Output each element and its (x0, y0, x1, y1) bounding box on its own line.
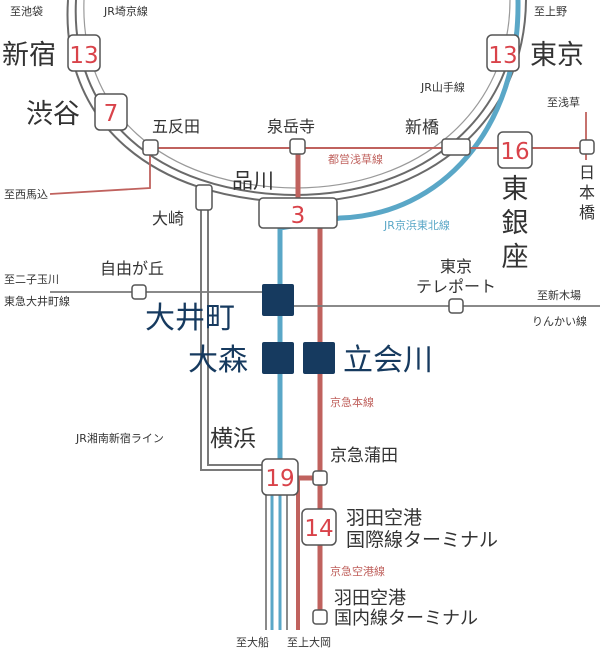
haneda-intl-label-2: 国際線ターミナル (346, 529, 498, 551)
shinagawa-label: 品川 (232, 169, 274, 193)
osaki-label: 大崎 (152, 209, 184, 228)
yokohama-label: 横浜 (210, 426, 256, 452)
keikyu-kamata-marker (312, 470, 328, 486)
omori-label: 大森 (188, 343, 248, 378)
keihin-tohoku-line (277, 0, 521, 480)
haneda-intl-time: 14 (304, 516, 333, 542)
gotanda-marker (142, 139, 159, 156)
nihombashi-marker (579, 139, 595, 155)
yamanote-loop-third (83, 0, 511, 189)
direction-labels: 至池袋 至上野 至浅草 至西馬込 至二子玉川 至新木場 至大船 至上大岡 (4, 4, 581, 649)
to-asakusa-label: 至浅草 (547, 96, 580, 109)
nihombashi-char-1: 日 (579, 163, 595, 182)
to-nishi-magome-label: 至西馬込 (4, 188, 48, 201)
higashiginza-char-3: 座 (502, 242, 529, 273)
minute-boxes: 13 7 3 13 16 19 14 (67, 34, 533, 546)
to-shin-kiba-label: 至新木場 (537, 288, 581, 302)
shinagawa-time: 3 (291, 203, 306, 229)
tokyo-time: 13 (488, 43, 517, 69)
oimachi-marker (262, 284, 294, 316)
keikyu-main-label: 京急本線 (330, 395, 374, 409)
yokohama-time: 19 (265, 466, 294, 492)
higashiginza-char-2: 銀 (502, 208, 529, 239)
to-ueno-label: 至上野 (534, 5, 567, 18)
tokyu-oimachi-label: 東急大井町線 (4, 294, 70, 308)
station-labels: 新宿 渋谷 五反田 泉岳寺 新橋 東京 品川 大崎 自由が丘 大井町 大森 立会… (2, 40, 595, 629)
tokyo-time-box (486, 34, 520, 72)
nishi-magome-branch (49, 148, 151, 195)
jiyugaoka-marker (131, 284, 147, 300)
keikyu-kamata-label: 京急蒲田 (330, 446, 398, 466)
to-kamiooka-label: 至上大岡 (287, 635, 331, 649)
jr-shonan-shinjuku-label: JR湘南新宿ライン (75, 431, 164, 445)
jiyugaoka-label: 自由が丘 (100, 259, 164, 278)
nihombashi-char-2: 本 (579, 183, 595, 202)
jr-saikyo-label: JR埼京線 (103, 4, 148, 18)
shibuya-time: 7 (104, 101, 119, 127)
haneda-intl-label-1: 羽田空港 (346, 507, 422, 529)
shibuya-label: 渋谷 (26, 99, 80, 130)
higashiginza-char-1: 東 (502, 174, 529, 205)
haneda-intl-time-box (301, 508, 337, 546)
oimachi-label: 大井町 (145, 301, 235, 336)
tokyo-teleport-label-2: テレポート (416, 277, 496, 296)
tachiaigawa-label: 立会川 (343, 343, 433, 378)
sengakuji-label: 泉岳寺 (267, 117, 315, 136)
line-labels: JR埼京線 JR山手線 都営浅草線 JR京浜東北線 東急大井町線 りんかい線 京… (4, 4, 587, 578)
shimbashi-marker (441, 138, 471, 156)
nihombashi-char-3: 橋 (579, 203, 595, 222)
shimbashi-label: 新橋 (405, 118, 439, 138)
jr-yamanote-label: JR山手線 (420, 80, 465, 94)
haneda-dom-label-2: 国内線ターミナル (334, 608, 478, 629)
shibuya-time-box (94, 93, 128, 131)
rinkai-label: りんかい線 (532, 314, 587, 328)
tokyo-teleport-label-1: 東京 (440, 257, 472, 276)
shonan-shinjuku-line-2 (207, 200, 262, 466)
tachiaigawa-marker (303, 342, 335, 374)
tokyo-teleport-marker (448, 298, 464, 314)
toei-asakusa-label: 都営浅草線 (328, 152, 383, 166)
keikyu-airport-label: 京急空港線 (330, 564, 385, 578)
haneda-dom-label-1: 羽田空港 (334, 588, 406, 609)
sengakuji-marker (289, 138, 306, 155)
higashiginza-time: 16 (500, 139, 529, 165)
shonan-shinjuku-line (200, 200, 262, 471)
shinagawa-marker (258, 197, 338, 229)
station-markers (131, 138, 595, 625)
omori-marker (262, 342, 294, 374)
osaki-marker (195, 184, 213, 211)
gotanda-label: 五反田 (152, 117, 200, 136)
to-ikebukuro-label: 至池袋 (10, 4, 43, 18)
shinjuku-time-box (67, 34, 101, 72)
shinjuku-label: 新宿 (2, 40, 56, 71)
to-ofuna-label: 至大船 (236, 635, 269, 649)
to-futako-tamagawa-label: 至二子玉川 (4, 273, 59, 286)
haneda-domestic-marker (312, 609, 328, 625)
jr-keihin-tohoku-label: JR京浜東北線 (383, 218, 450, 232)
yokohama-time-box (261, 458, 299, 496)
shinjuku-time: 13 (69, 43, 98, 69)
higashiginza-time-box (497, 131, 533, 169)
tokyo-label: 東京 (530, 40, 584, 71)
